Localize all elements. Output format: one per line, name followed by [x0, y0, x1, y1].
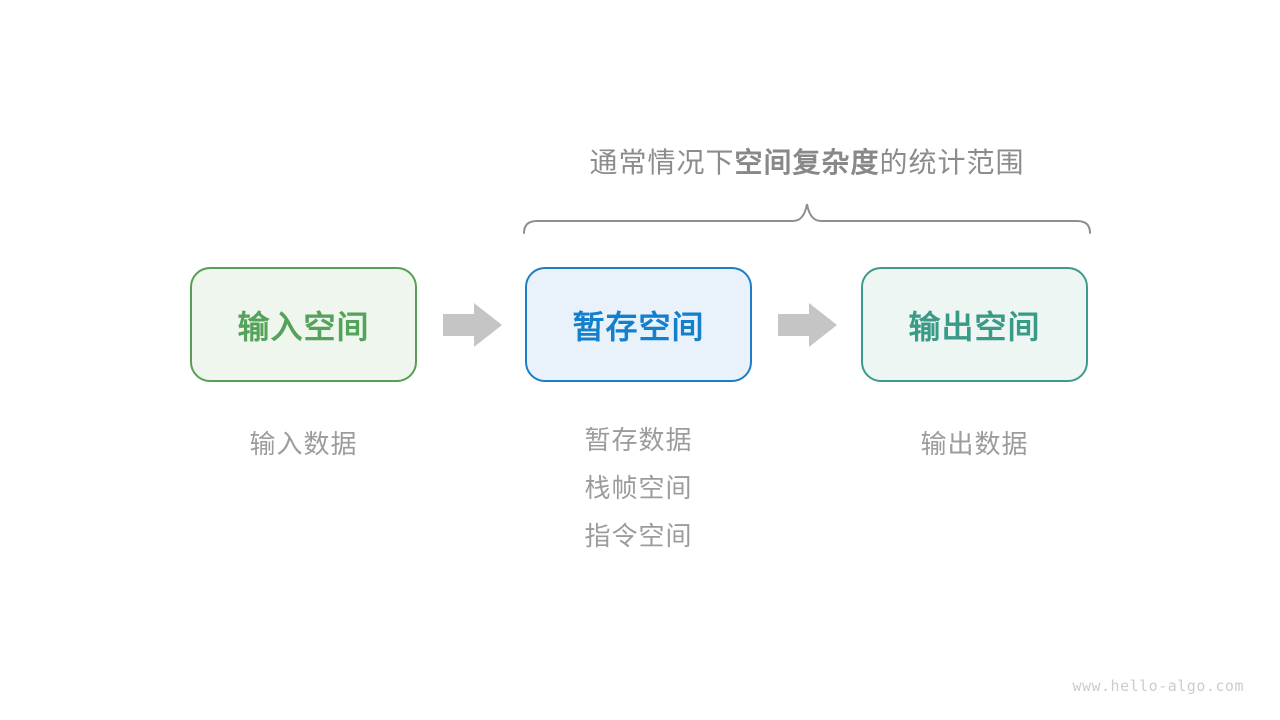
- sublabel-stack-frame-space: 栈帧空间: [584, 473, 693, 503]
- curly-brace-icon: [523, 203, 1091, 234]
- box-temporary-space: 暂存空间: [525, 267, 752, 382]
- arrow-right-shape: [443, 303, 502, 347]
- diagram-title: 通常情况下空间复杂度的统计范围: [407, 141, 1207, 181]
- sublabel-input-data: 输入数据: [249, 429, 358, 459]
- sublabel-output-data: 输出数据: [920, 429, 1029, 459]
- curly-brace-path: [523, 203, 1091, 234]
- box-output-space: 输出空间: [861, 267, 1088, 382]
- arrow-right-icon: [443, 303, 502, 347]
- arrow-right-shape: [778, 303, 837, 347]
- box-input-space-label: 输入空间: [237, 308, 370, 345]
- sublabel-temp-data: 暂存数据: [584, 425, 693, 455]
- sublabel-instruction-space: 指令空间: [584, 521, 693, 551]
- box-input-space: 输入空间: [190, 267, 417, 382]
- title-suffix: 的统计范围: [879, 147, 1025, 178]
- arrow-right-icon: [778, 303, 837, 347]
- sublabel-temporary-column: 暂存数据 栈帧空间 指令空间: [525, 424, 752, 568]
- watermark-url: www.hello-algo.com: [1072, 677, 1244, 695]
- box-temporary-space-label: 暂存空间: [572, 308, 705, 345]
- title-prefix: 通常情况下: [589, 147, 735, 178]
- title-bold-term: 空间复杂度: [734, 147, 880, 178]
- box-output-space-label: 输出空间: [908, 308, 1041, 345]
